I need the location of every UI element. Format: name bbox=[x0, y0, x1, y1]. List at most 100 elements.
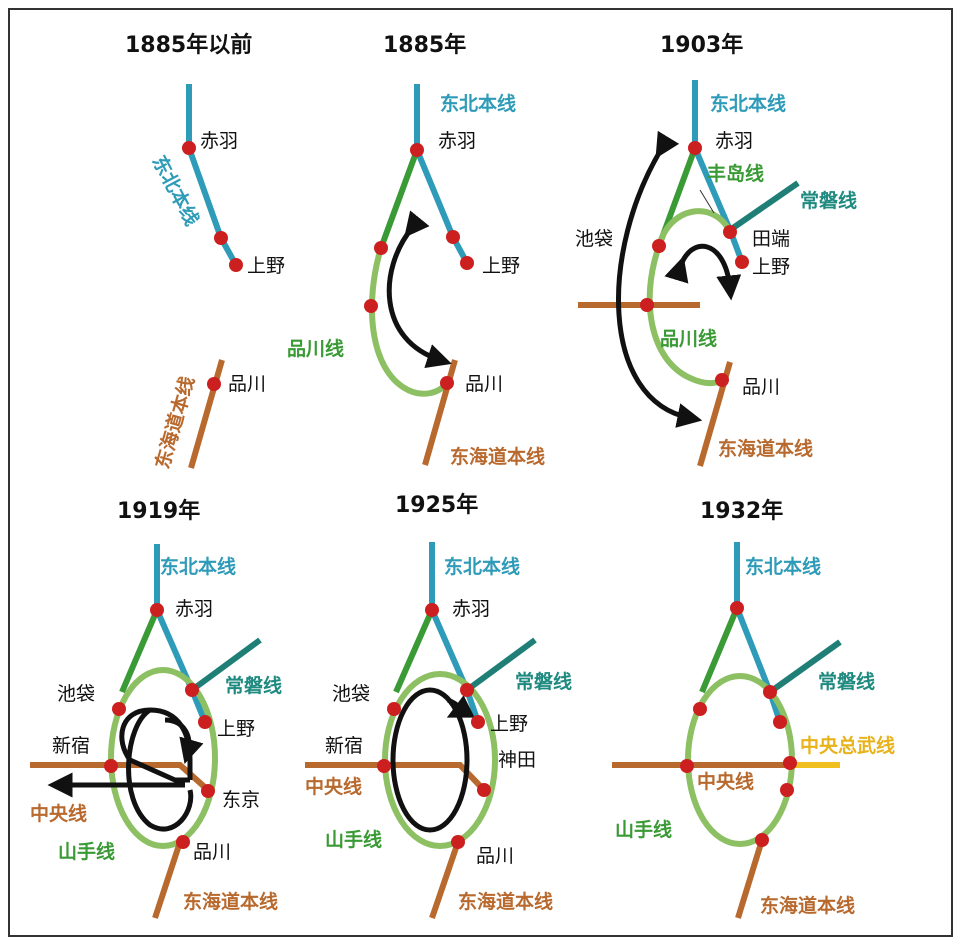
route-arrow bbox=[128, 757, 190, 783]
line-label: 丰岛线 bbox=[707, 162, 764, 185]
station-marker bbox=[182, 141, 196, 155]
line-label: 中央线 bbox=[305, 775, 362, 798]
route-arrow bbox=[164, 717, 204, 765]
station-label: 赤羽 bbox=[715, 130, 753, 152]
station-label: 品川 bbox=[742, 376, 780, 398]
station-marker bbox=[763, 685, 777, 699]
station-label: 田端 bbox=[752, 228, 790, 250]
tokaido-line bbox=[429, 841, 461, 919]
line-label: 东海道本线 bbox=[760, 894, 855, 917]
line-label: 东北本线 bbox=[160, 555, 236, 578]
line-label: 东海道本线 bbox=[458, 890, 553, 913]
tohoku-line bbox=[734, 542, 783, 723]
route-arrow bbox=[664, 243, 742, 301]
route-arrow bbox=[126, 707, 194, 832]
line-label: 品川线 bbox=[660, 327, 717, 350]
station-label: 上野 bbox=[217, 718, 255, 740]
route-arrow bbox=[446, 695, 475, 718]
station-label: 上野 bbox=[490, 713, 528, 735]
toshima-line bbox=[699, 606, 740, 694]
panel-title: 1903年 bbox=[660, 32, 743, 58]
panel-1932: 1932年 东北本线 常磐线 中央总武线 中央线 山手线 东海道本线 bbox=[612, 498, 895, 919]
joban-line bbox=[768, 639, 842, 695]
route-arrow bbox=[616, 130, 703, 428]
station-marker bbox=[229, 258, 243, 272]
station-marker bbox=[773, 715, 787, 729]
station-marker bbox=[652, 239, 666, 253]
chuo-line bbox=[30, 762, 210, 793]
station-marker bbox=[374, 241, 388, 255]
station-label: 池袋 bbox=[575, 228, 613, 250]
station-marker bbox=[723, 225, 737, 239]
station-marker bbox=[201, 784, 215, 798]
station-label: 池袋 bbox=[332, 683, 370, 705]
station-marker bbox=[387, 702, 401, 716]
station-marker bbox=[735, 255, 749, 269]
station-label: 上野 bbox=[247, 255, 285, 277]
line-label: 中央线 bbox=[697, 770, 754, 793]
station-marker bbox=[176, 835, 190, 849]
line-label: 东北本线 bbox=[444, 555, 520, 578]
panel-title: 1925年 bbox=[395, 492, 478, 518]
line-label: 山手线 bbox=[615, 818, 672, 841]
station-marker bbox=[104, 759, 118, 773]
chuo-line bbox=[305, 762, 487, 793]
line-label: 东北本线 bbox=[710, 92, 786, 115]
line-label: 品川线 bbox=[287, 337, 344, 360]
yamanote-loop bbox=[382, 671, 498, 849]
panel-title: 1932年 bbox=[700, 498, 783, 524]
tohoku-line bbox=[692, 80, 745, 264]
line-label: 常磐线 bbox=[515, 670, 572, 693]
station-marker bbox=[640, 298, 654, 312]
station-label: 上野 bbox=[752, 256, 790, 278]
joban-line bbox=[190, 637, 262, 693]
station-marker bbox=[780, 783, 794, 797]
panel-1885: 1885年 东北本线 赤羽 上野 品川线 品川 东海道本线 bbox=[287, 32, 545, 468]
station-marker bbox=[198, 715, 212, 729]
line-label: 山手线 bbox=[58, 840, 115, 863]
line-label: 中央总武线 bbox=[800, 734, 895, 757]
line-label: 中央线 bbox=[30, 802, 87, 825]
panel-1885-before: 1885年以前 赤羽 上野 品川 东北本线 东海道本线 bbox=[125, 32, 285, 471]
station-label: 池袋 bbox=[57, 683, 95, 705]
station-marker bbox=[207, 377, 221, 391]
station-label: 赤羽 bbox=[175, 598, 213, 620]
station-marker bbox=[688, 141, 702, 155]
panel-title: 1885年以前 bbox=[125, 32, 252, 58]
tohoku-line bbox=[186, 84, 239, 267]
line-label: 东北本线 bbox=[440, 92, 516, 115]
station-label: 品川 bbox=[465, 373, 503, 395]
station-marker bbox=[715, 373, 729, 387]
tohoku-line bbox=[154, 544, 208, 724]
station-marker bbox=[410, 143, 424, 157]
route-arrow-loop bbox=[390, 687, 470, 833]
station-label: 新宿 bbox=[52, 735, 90, 757]
yamanote-loop bbox=[108, 667, 218, 849]
line-label: 山手线 bbox=[325, 828, 382, 851]
panel-title: 1919年 bbox=[117, 498, 200, 524]
toshima-line bbox=[119, 608, 160, 694]
toshima-line bbox=[393, 608, 435, 694]
station-label: 品川 bbox=[476, 845, 514, 867]
station-marker bbox=[377, 759, 391, 773]
station-label: 赤羽 bbox=[200, 130, 238, 152]
shinagawa-line-loop bbox=[646, 245, 724, 387]
station-marker bbox=[112, 702, 126, 716]
yamanote-loop bbox=[685, 673, 795, 847]
station-label: 赤羽 bbox=[438, 130, 476, 152]
station-marker bbox=[680, 759, 694, 773]
joban-line bbox=[465, 637, 537, 693]
panel-1903: 1903年 东北本线 赤羽 丰岛线 常磐线 池袋 田端 上野 品川线 品川 东海… bbox=[575, 32, 857, 467]
station-label: 品川 bbox=[193, 841, 231, 863]
leader-line bbox=[699, 189, 715, 214]
line-label: 东海道本线 bbox=[183, 890, 278, 913]
panel-title: 1885年 bbox=[383, 32, 466, 58]
station-marker bbox=[451, 835, 465, 849]
line-label: 东北本线 bbox=[745, 555, 821, 578]
station-label: 新宿 bbox=[325, 735, 363, 757]
panel-1919: 1919年 东北本线 赤羽 常磐线 池袋 上野 新宿 东京 中央线 品川 山手线… bbox=[30, 498, 282, 919]
station-marker bbox=[471, 715, 485, 729]
station-marker bbox=[440, 376, 454, 390]
station-marker bbox=[214, 231, 228, 245]
